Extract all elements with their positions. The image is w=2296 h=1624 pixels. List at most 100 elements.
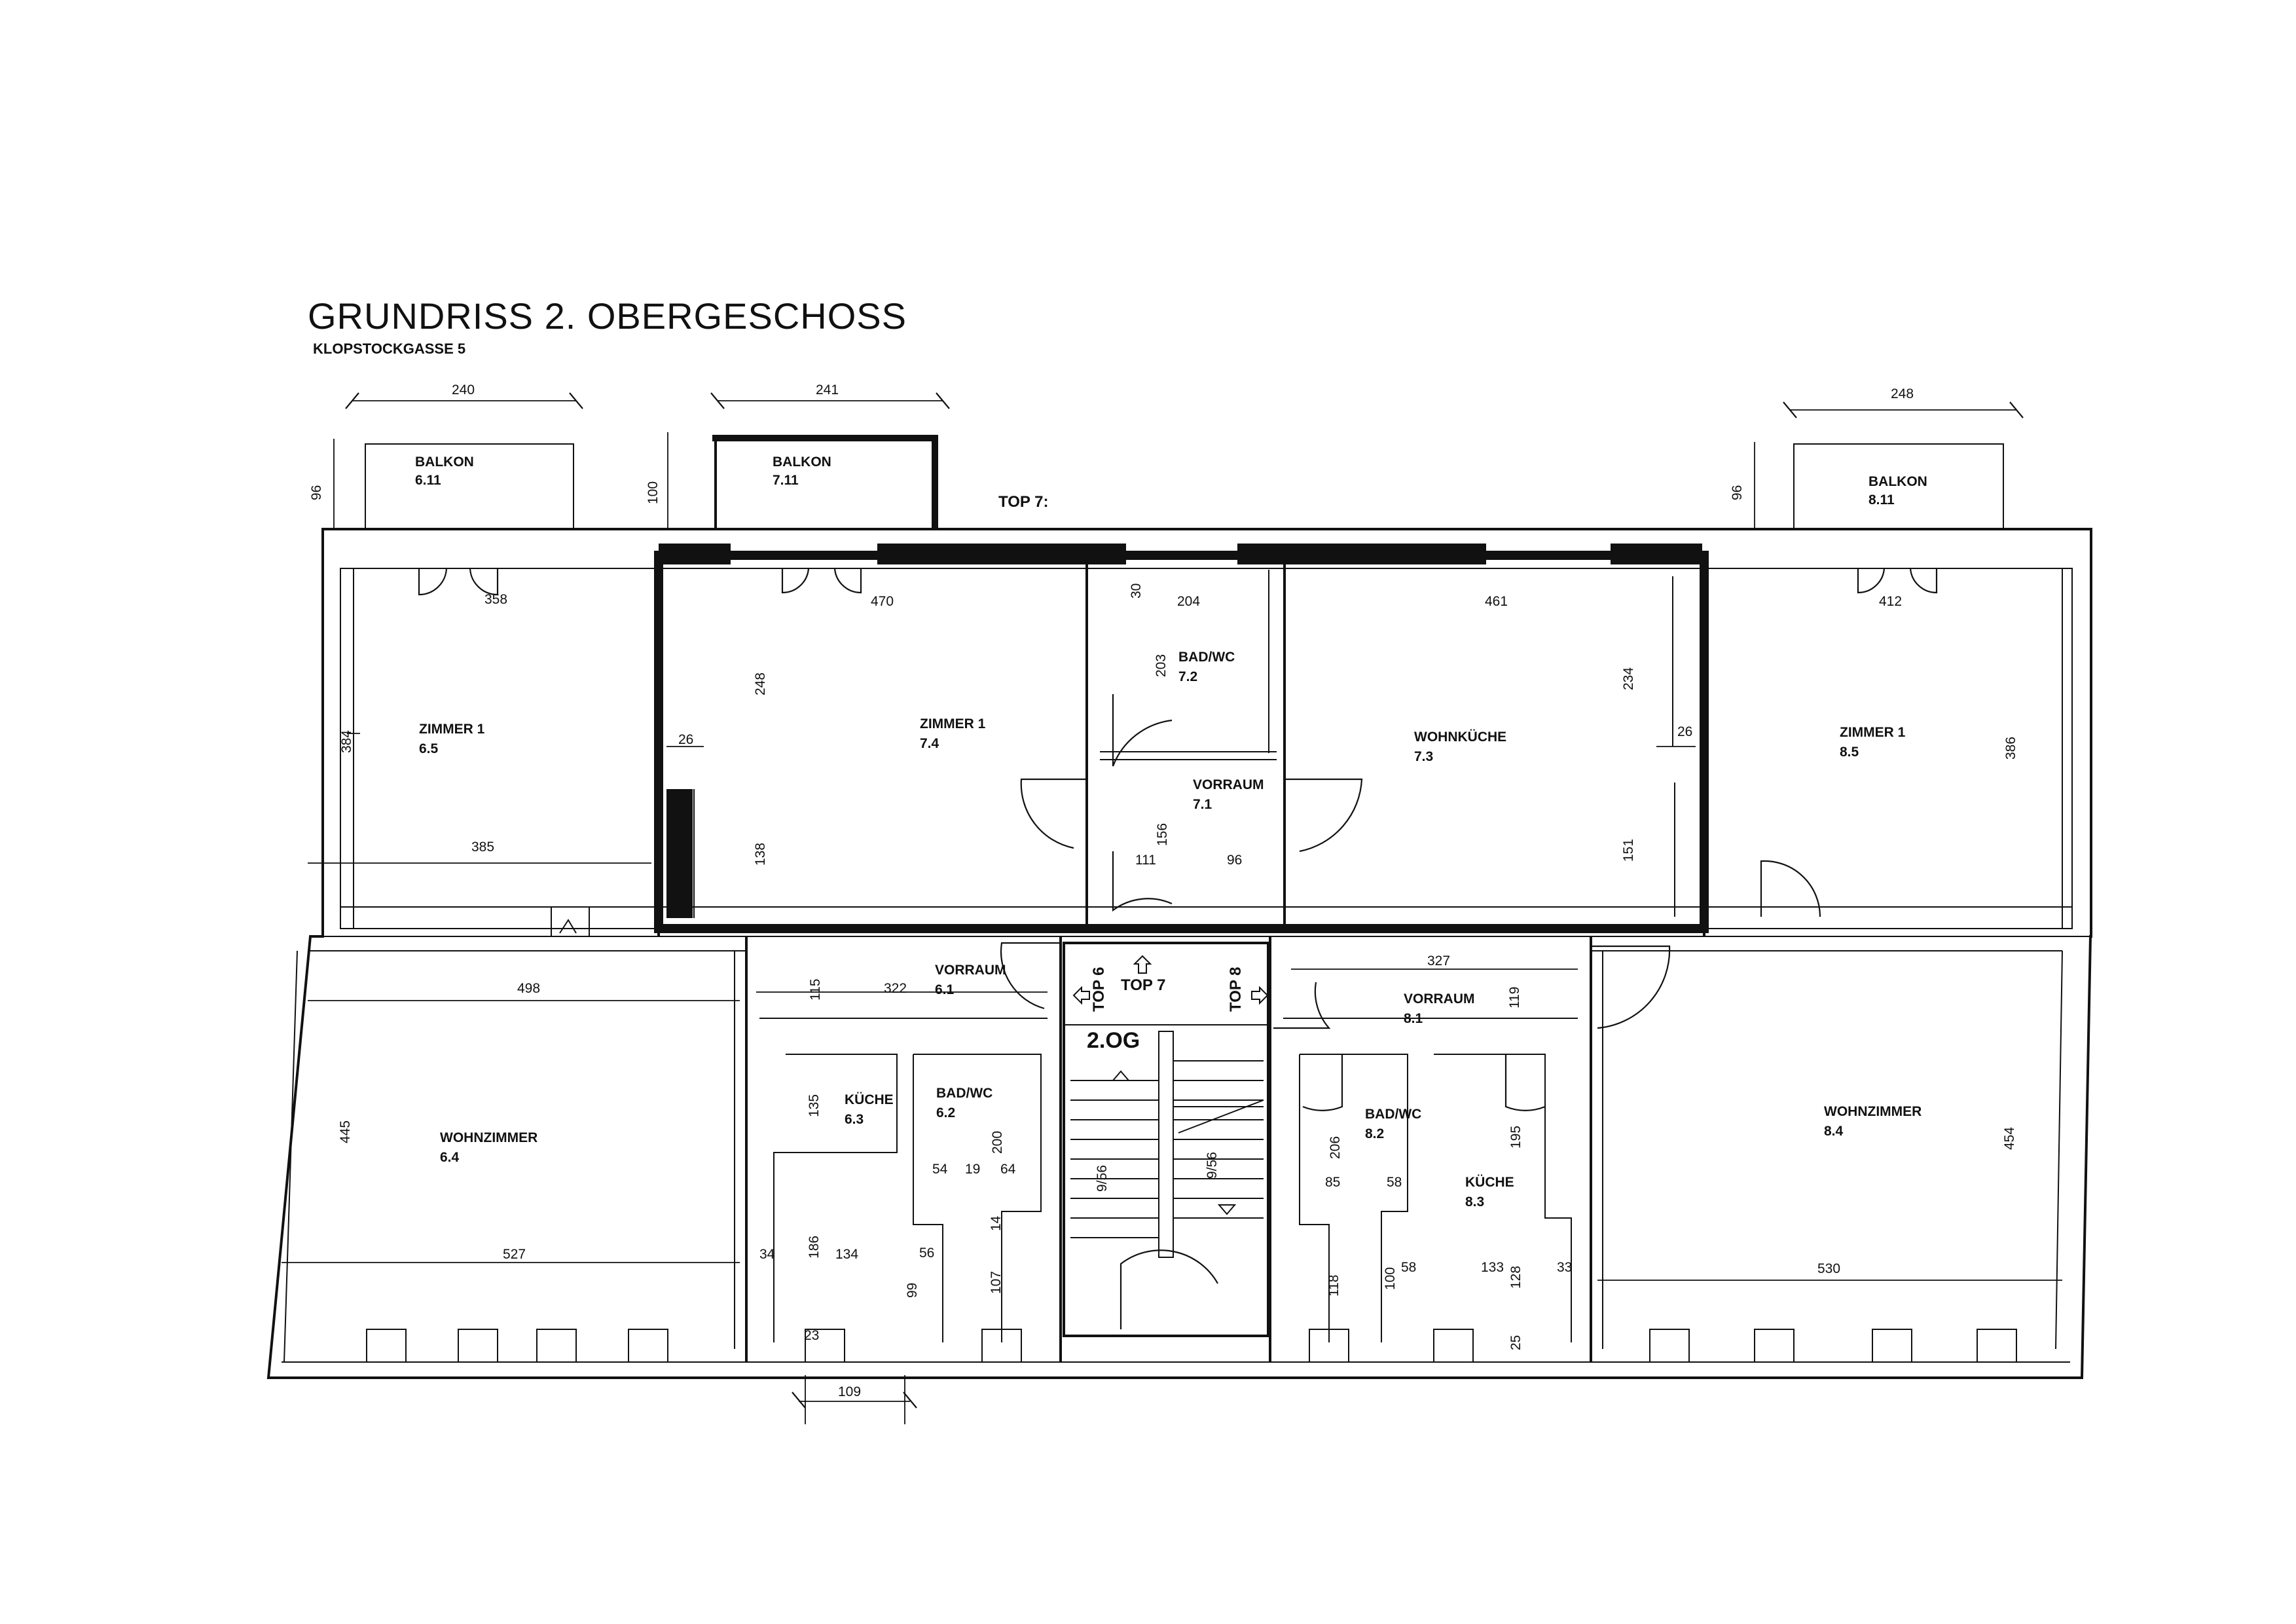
dim-z74-height-upper: 248 xyxy=(753,673,768,695)
room-name: ZIMMER 1 xyxy=(920,716,986,731)
room-number: 7.4 xyxy=(920,736,939,751)
dim-k83-w2: 128 xyxy=(1508,1266,1523,1289)
outer-walls xyxy=(266,528,2092,1379)
room-name: WOHNZIMMER xyxy=(440,1130,538,1145)
room-name: BALKON xyxy=(773,454,831,470)
room-name: WOHNZIMMER xyxy=(1824,1104,1922,1119)
dim-vr71-w2: 96 xyxy=(1227,853,1242,868)
dim-k83-height: 195 xyxy=(1508,1126,1523,1149)
entrance-arrow-top8-icon xyxy=(1251,986,1269,1005)
stair-door xyxy=(1120,1249,1218,1329)
room-number: 6.2 xyxy=(936,1105,955,1120)
dim-k83-w1: 133 xyxy=(1481,1260,1504,1275)
dim-bad72-height: 203 xyxy=(1154,654,1169,677)
dim-k83-bottom: 25 xyxy=(1508,1335,1523,1350)
dim-balkon-8-11-width: 248 xyxy=(1891,386,1914,401)
dim-b62-d2: 107 xyxy=(989,1271,1004,1294)
dim-k63-w2: 186 xyxy=(807,1236,822,1259)
dim-z85-height: 386 xyxy=(2003,737,2018,760)
dim-z74-width: 470 xyxy=(871,594,894,609)
top7-header-label: TOP 7: xyxy=(998,493,1048,511)
room-name: BALKON xyxy=(415,454,474,470)
dim-vr61-depth: 115 xyxy=(808,979,823,1001)
dim-bad72-offset: 30 xyxy=(1129,583,1144,599)
doors xyxy=(418,568,1938,1111)
up-arrow-icon xyxy=(1111,1070,1131,1081)
dimension-values: 240 241 248 96 100 96 358 384 385 470 24… xyxy=(309,382,2018,1399)
interior-walls xyxy=(308,568,2063,1362)
room-number: 6.1 xyxy=(935,982,955,997)
room-number: 6.11 xyxy=(415,473,441,488)
room-number: 7.2 xyxy=(1178,669,1197,684)
room-number: 7.1 xyxy=(1193,797,1212,812)
balcony-6-11: BALKON 6.11 xyxy=(365,443,574,530)
dim-z65-height: 384 xyxy=(339,730,354,753)
room-name: BAD/WC xyxy=(1178,650,1235,665)
top7-entrance-label: TOP 7 xyxy=(1121,976,1165,994)
dim-vr81-width: 327 xyxy=(1427,953,1450,969)
dim-vr71-height: 156 xyxy=(1155,823,1170,846)
room-number: 8.4 xyxy=(1824,1124,1844,1139)
room-name: WOHNKÜCHE xyxy=(1414,729,1506,745)
room-number: 6.5 xyxy=(419,741,439,756)
dim-b82-w2: 58 xyxy=(1387,1175,1402,1190)
windows-bottom xyxy=(366,1329,2017,1363)
dim-wz64-width-bottom: 527 xyxy=(503,1247,526,1262)
dim-b62-d1: 99 xyxy=(905,1283,920,1298)
plan-subtitle: KLOPSTOCKGASSE 5 xyxy=(313,341,465,357)
dim-b82-d2: 100 xyxy=(1383,1267,1398,1290)
dim-stair-a: 9/56 xyxy=(1095,1165,1110,1192)
dim-wk73-height-upper: 234 xyxy=(1621,667,1636,690)
dim-wz64-width-top: 498 xyxy=(517,981,540,996)
dim-vr71-w1: 111 xyxy=(1135,853,1156,868)
dim-balkon-6-11-width: 240 xyxy=(452,382,475,397)
room-vorraum-7-1: VORRAUM 7.1 xyxy=(1193,777,1264,812)
dim-balkon-6-11-depth: 96 xyxy=(309,485,324,500)
dim-wk73-width: 461 xyxy=(1485,594,1508,609)
dim-stair-b: 9/56 xyxy=(1205,1152,1220,1179)
stair-core: 2.OG TOP 7 TOP 6 TOP 8 xyxy=(1063,942,1269,1337)
room-wohnzimmer-6-4: WOHNZIMMER 6.4 xyxy=(440,1130,538,1165)
stair-steps xyxy=(1070,1060,1264,1238)
dim-b62-w1: 54 xyxy=(932,1162,948,1177)
floor-label: 2.OG xyxy=(1087,1028,1140,1053)
room-name: ZIMMER 1 xyxy=(1840,725,1906,740)
dim-vr81-depth: 119 xyxy=(1507,987,1522,1008)
room-wohnzimmer-8-4: WOHNZIMMER 8.4 xyxy=(1824,1104,1922,1139)
room-name: BAD/WC xyxy=(1365,1107,1421,1122)
dim-z65-bottom: 385 xyxy=(471,840,494,855)
entrance-arrow-top7-icon xyxy=(1133,955,1152,974)
dim-window-width: 109 xyxy=(838,1384,861,1399)
dim-z85-width: 412 xyxy=(1879,594,1902,609)
room-zimmer-8-5: ZIMMER 1 8.5 xyxy=(1840,725,1906,760)
room-bad-8-2: BAD/WC 8.2 xyxy=(1365,1107,1421,1141)
room-zimmer-6-5: ZIMMER 1 6.5 xyxy=(419,722,485,756)
plan-title: GRUNDRISS 2. OBERGESCHOSS xyxy=(308,295,907,337)
room-bad-6-2: BAD/WC 6.2 xyxy=(936,1086,993,1120)
dim-b82-d1: 118 xyxy=(1326,1275,1341,1297)
dim-wz64-height: 445 xyxy=(338,1120,353,1143)
top6-entrance-label: TOP 6 xyxy=(1090,967,1108,1012)
dim-b62-w2: 19 xyxy=(965,1162,980,1177)
dim-k63-depth: 135 xyxy=(807,1094,822,1117)
room-wohnkueche-7-3: WOHNKÜCHE 7.3 xyxy=(1414,729,1506,764)
dim-k83-w3: 33 xyxy=(1557,1260,1572,1275)
room-number: 7.3 xyxy=(1414,749,1433,764)
room-number: 6.3 xyxy=(845,1112,864,1127)
room-name: KÜCHE xyxy=(1465,1175,1514,1190)
dim-wz84-width: 530 xyxy=(1817,1261,1840,1276)
room-kueche-6-3: KÜCHE 6.3 xyxy=(845,1092,894,1127)
apartment-top7-walls xyxy=(654,544,1709,933)
dim-b62-w3: 64 xyxy=(1000,1162,1016,1177)
dim-b82-w3: 58 xyxy=(1401,1260,1416,1275)
room-number: 8.3 xyxy=(1465,1194,1484,1209)
dim-balkon-8-11-depth: 96 xyxy=(1730,485,1745,500)
dim-bad72-width: 204 xyxy=(1177,594,1200,609)
down-arrow-icon xyxy=(1217,1204,1237,1215)
room-number: 8.5 xyxy=(1840,745,1859,760)
dim-b62-d3: 14 xyxy=(989,1215,1004,1231)
dim-k63-w1: 34 xyxy=(759,1247,775,1262)
dim-b82-height: 206 xyxy=(1328,1136,1343,1159)
dim-z74-height-lower: 138 xyxy=(753,843,768,866)
